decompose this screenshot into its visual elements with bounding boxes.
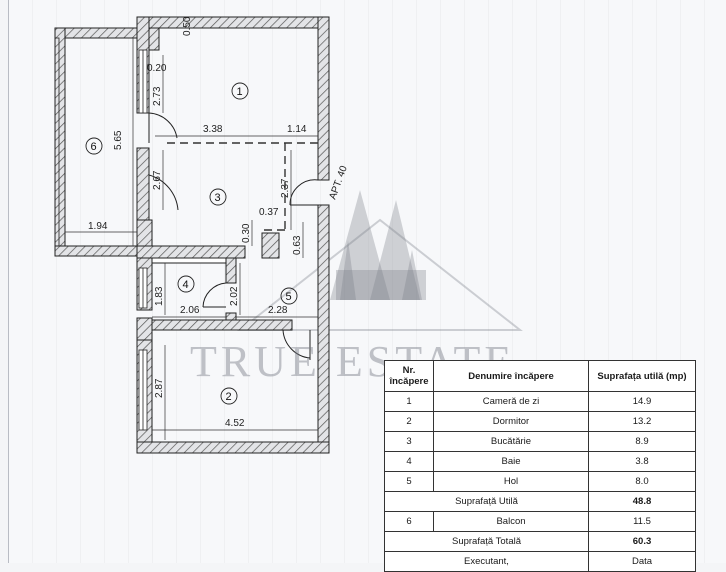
dim-5-65: 5.65 <box>113 130 124 150</box>
balcony-nr: 6 <box>384 511 434 532</box>
date-label: Data <box>588 551 696 572</box>
dim-2-67: 2.67 <box>152 170 163 190</box>
row-name: Bucătărie <box>433 431 589 452</box>
table-row: 2 Dormitor 13.2 <box>384 411 696 432</box>
room-number-5: 5 <box>286 291 292 303</box>
dim-0-37: 0.37 <box>259 207 279 218</box>
row-nr: 1 <box>384 391 434 412</box>
row-name: Baie <box>433 451 589 472</box>
dim-2-87: 2.87 <box>154 378 165 398</box>
dim-3-38: 3.38 <box>203 124 223 135</box>
row-name: Hol <box>433 471 589 492</box>
dim-2-73: 2.73 <box>152 86 163 106</box>
dim-2-37: 2.37 <box>280 178 291 198</box>
row-area: 8.9 <box>588 431 696 452</box>
dimension-lines <box>65 38 318 440</box>
room-number-4: 4 <box>183 279 189 291</box>
dim-1-14: 1.14 <box>287 124 307 135</box>
room-number-1: 1 <box>237 86 243 98</box>
windows <box>54 37 148 431</box>
balcony-row: 6 Balcon 11.5 <box>384 511 696 532</box>
balcony-area: 11.5 <box>588 511 696 532</box>
dim-0-20: 0.20 <box>147 63 167 74</box>
area-table: Nr. încăpere Denumire încăpere Suprafața… <box>384 360 696 572</box>
dim-2-28: 2.28 <box>268 305 288 316</box>
table-row: 1 Cameră de zi 14.9 <box>384 391 696 412</box>
util-area-label: Suprafață Utilă <box>384 491 589 512</box>
row-name: Dormitor <box>433 411 589 432</box>
row-area: 13.2 <box>588 411 696 432</box>
room-number-6: 6 <box>91 141 97 153</box>
row-nr: 4 <box>384 451 434 472</box>
row-area: 3.8 <box>588 451 696 472</box>
dim-0-50: 0.50 <box>182 16 193 36</box>
room-number-3: 3 <box>215 192 221 204</box>
row-nr: 3 <box>384 431 434 452</box>
balcony-name: Balcon <box>433 511 589 532</box>
executant-label: Executant, <box>384 551 589 572</box>
footer-row: Executant, Data <box>384 551 696 572</box>
dimension-labels: 0.50 0.20 2.73 5.65 3.38 1.14 2.67 2.37 … <box>88 16 350 429</box>
util-area-value: 48.8 <box>588 491 696 512</box>
doors <box>148 112 319 360</box>
dim-2-06: 2.06 <box>180 305 200 316</box>
apartment-door-label: APT. 40 <box>327 164 349 201</box>
table-row: 4 Baie 3.8 <box>384 451 696 472</box>
table-row: 5 Hol 8.0 <box>384 471 696 492</box>
total-area-label: Suprafață Totală <box>384 531 589 552</box>
dim-0-63: 0.63 <box>292 235 303 255</box>
drawing-sheet <box>8 0 726 563</box>
room-markers <box>85 82 298 405</box>
header-nr: Nr. încăpere <box>384 360 434 392</box>
row-area: 14.9 <box>588 391 696 412</box>
row-name: Cameră de zi <box>433 391 589 412</box>
dim-2-02: 2.02 <box>229 286 240 306</box>
sheet-edge-line <box>8 0 9 563</box>
table-header-row: Nr. încăpere Denumire încăpere Suprafața… <box>384 360 696 392</box>
dim-4-52: 4.52 <box>225 418 245 429</box>
header-name: Denumire încăpere <box>433 360 589 392</box>
row-nr: 2 <box>384 411 434 432</box>
dim-0-30: 0.30 <box>241 223 252 243</box>
header-area: Suprafața utilă (mp) <box>588 360 696 392</box>
room-number-2: 2 <box>226 391 232 403</box>
table-row: 3 Bucătărie 8.9 <box>384 431 696 452</box>
dim-1-83: 1.83 <box>154 286 165 306</box>
util-area-row: Suprafață Utilă 48.8 <box>384 491 696 512</box>
row-area: 8.0 <box>588 471 696 492</box>
total-area-row: Suprafață Totală 60.3 <box>384 531 696 552</box>
kitchen-dashed-outline <box>167 142 318 231</box>
row-nr: 5 <box>384 471 434 492</box>
main-walls <box>136 16 330 454</box>
total-area-value: 60.3 <box>588 531 696 552</box>
dim-1-94: 1.94 <box>88 221 108 232</box>
room-numbers: 1 2 3 4 5 6 <box>91 86 292 403</box>
